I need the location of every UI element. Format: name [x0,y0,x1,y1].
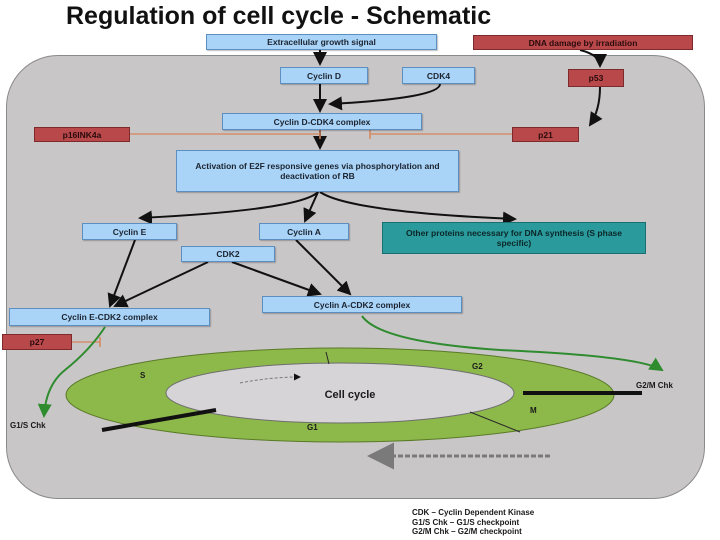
phase-s-label: S [140,371,146,380]
node-growth-signal: Extracellular growth signal [206,34,437,50]
page-title: Regulation of cell cycle - Schematic [66,2,492,30]
node-cyclin-d: Cyclin D [280,67,368,84]
cell-cycle-label: Cell cycle [324,389,376,401]
node-label: CDK4 [426,70,451,81]
node-label: Activation of E2F responsive genes via p… [195,161,440,181]
checkpoint-g2m-label: G2/M Chk [636,381,673,390]
node-cdk4: CDK4 [402,67,475,84]
node-label: p53 [588,73,604,83]
node-label: CDK2 [216,249,240,259]
checkpoint-g1s-label: G1/S Chk [10,421,46,430]
node-p27: p27 [2,334,72,350]
node-label: DNA damage by irradiation [528,37,638,48]
node-label: Extracellular growth signal [267,37,376,47]
node-label: p16INK4a [62,129,102,140]
node-other-proteins: Other proteins necessary for DNA synthes… [382,222,646,254]
node-cyclin-e-cdk2-complex: Cyclin E-CDK2 complex [9,308,210,326]
node-p16ink4a: p16INK4a [34,127,130,142]
node-p21: p21 [512,127,579,142]
node-label: Cyclin E [112,226,147,237]
node-cdk2: CDK2 [181,246,275,262]
node-cyclin-e: Cyclin E [82,223,177,240]
node-label: Cyclin A-CDK2 complex [313,299,411,310]
node-dna-damage: DNA damage by irradiation [473,35,693,50]
node-cyclin-d-cdk4-complex: Cyclin D-CDK4 complex [222,113,422,130]
node-label: Other proteins necessary for DNA synthes… [405,228,623,248]
legend: CDK – Cyclin Dependent Kinase G1/S Chk –… [412,508,534,537]
legend-item: G1/S Chk – G1/S checkpoint [412,517,520,527]
phase-g2-label: G2 [472,362,483,371]
node-label: Cyclin D [306,70,341,81]
node-label: p27 [29,337,45,347]
node-label: Cyclin D-CDK4 complex [273,116,371,127]
node-label: p21 [538,129,553,140]
phase-g1-label: G1 [307,423,318,432]
node-label: Cyclin E-CDK2 complex [61,312,158,322]
node-p53: p53 [568,69,624,87]
legend-item: CDK – Cyclin Dependent Kinase [412,508,535,517]
phase-m-label: M [530,406,537,415]
legend-item: G2/M Chk – G2/M checkpoint [412,527,522,536]
node-label: Cyclin A [287,226,321,237]
node-cyclin-a: Cyclin A [259,223,349,240]
node-cyclin-a-cdk2-complex: Cyclin A-CDK2 complex [262,296,462,313]
node-e2f-activation: Activation of E2F responsive genes via p… [176,150,459,192]
